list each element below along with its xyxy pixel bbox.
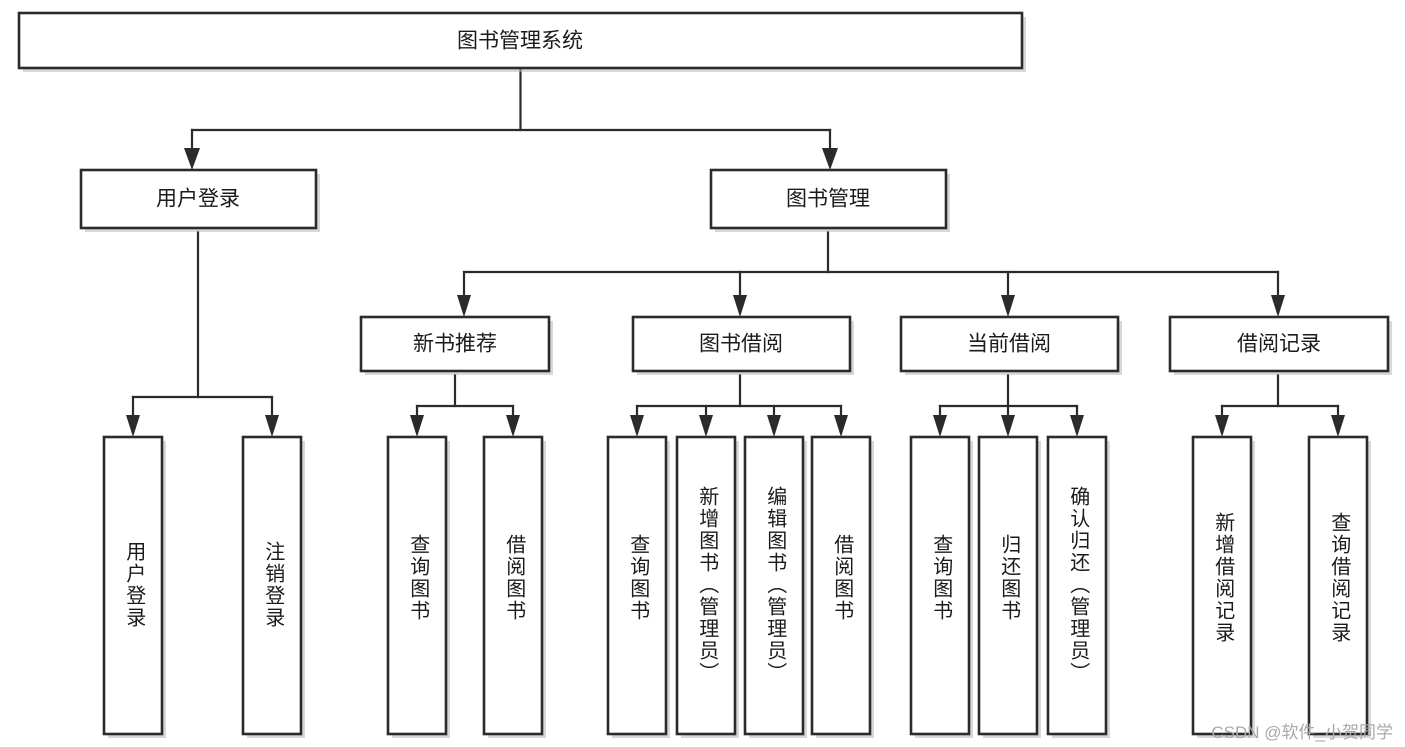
leaf-query-book-1[interactable]: 查询图书 bbox=[386, 435, 450, 738]
borrow-record-label: 借阅记录 bbox=[1237, 333, 1321, 356]
arrow-leaf-return-book bbox=[1001, 415, 1015, 437]
leaf-return-book-rect bbox=[977, 435, 1039, 736]
leaf-add-book-rect bbox=[675, 435, 737, 736]
leaf-query-book-3[interactable]: 查询图书 bbox=[909, 435, 973, 738]
leaf-user-login[interactable]: 用户登录 bbox=[102, 435, 166, 738]
arrow-leaf-borrow-book-1 bbox=[506, 415, 520, 437]
book-manage-label: 图书管理 bbox=[786, 188, 870, 211]
new-book-rec-rect bbox=[359, 315, 551, 373]
borrow-record-rect bbox=[1168, 315, 1390, 373]
arrow-leaf-query-book-3 bbox=[933, 415, 947, 437]
node-book-manage[interactable]: 图书管理 bbox=[709, 168, 950, 232]
book-manage-rect bbox=[709, 168, 948, 230]
arrow-to-book-borrow bbox=[733, 295, 747, 317]
arrow-leaf-query-record bbox=[1331, 415, 1345, 437]
user-login-rect bbox=[79, 168, 318, 230]
user-login-label: 用户登录 bbox=[156, 188, 240, 211]
arrow-leaf-confirm-return bbox=[1070, 415, 1084, 437]
leaf-return-book-label: 归还图书 bbox=[998, 534, 1021, 622]
leaf-query-book-2-label: 查询图书 bbox=[627, 534, 650, 622]
root-rect bbox=[17, 11, 1024, 70]
leaf-user-login-label: 用户登录 bbox=[123, 541, 146, 629]
leaf-query-book-1-rect bbox=[386, 435, 448, 736]
leaf-add-record-label: 新增借阅记录 bbox=[1212, 512, 1235, 644]
root-label: 图书管理系统 bbox=[457, 30, 583, 53]
new-book-rec-label: 新书推荐 bbox=[413, 333, 497, 356]
leaf-borrow-book-2-label: 借阅图书 bbox=[831, 534, 854, 622]
leaf-edit-book[interactable]: 编辑图书（管理员） bbox=[743, 435, 807, 738]
leaf-query-record-label: 查询借阅记录 bbox=[1328, 512, 1351, 644]
connector-layer bbox=[126, 66, 1345, 437]
leaf-borrow-book-1[interactable]: 借阅图书 bbox=[482, 435, 546, 738]
arrow-leaf-add-book bbox=[699, 415, 713, 437]
arrow-leaf-query-book-2 bbox=[630, 415, 644, 437]
leaf-borrow-book-2-rect bbox=[810, 435, 872, 736]
leaf-confirm-return-label: 确认归还（管理员） bbox=[1067, 486, 1090, 684]
node-current-borrow[interactable]: 当前借阅 bbox=[899, 315, 1122, 375]
leaf-add-book-label: 新增图书（管理员） bbox=[696, 486, 719, 684]
leaf-edit-book-label: 编辑图书（管理员） bbox=[764, 486, 787, 684]
leaf-confirm-return[interactable]: 确认归还（管理员） bbox=[1046, 435, 1110, 738]
node-user-login[interactable]: 用户登录 bbox=[79, 168, 320, 232]
leaf-add-book[interactable]: 新增图书（管理员） bbox=[675, 435, 739, 738]
leaf-query-book-3-label: 查询图书 bbox=[930, 534, 953, 622]
arrow-leaf-logout bbox=[265, 415, 279, 437]
leaf-user-login-rect bbox=[102, 435, 164, 736]
leaf-logout-label: 注销登录 bbox=[262, 541, 285, 629]
leaf-query-book-2[interactable]: 查询图书 bbox=[606, 435, 670, 738]
arrow-leaf-add-record bbox=[1215, 415, 1229, 437]
leaf-add-record[interactable]: 新增借阅记录 bbox=[1191, 435, 1255, 738]
leaf-logout-rect bbox=[241, 435, 303, 736]
leaf-return-book[interactable]: 归还图书 bbox=[977, 435, 1041, 738]
current-borrow-label: 当前借阅 bbox=[967, 333, 1051, 356]
leaf-query-record-rect bbox=[1307, 435, 1369, 736]
arrow-leaf-borrow-book-2 bbox=[834, 415, 848, 437]
arrow-to-borrow-record bbox=[1271, 295, 1285, 317]
arrow-leaf-user-login bbox=[126, 415, 140, 437]
leaf-query-book-2-rect bbox=[606, 435, 668, 736]
leaf-borrow-book-1-rect bbox=[482, 435, 544, 736]
arrow-to-book-manage bbox=[822, 148, 838, 170]
arrow-to-new-book-rec bbox=[457, 295, 471, 317]
node-root[interactable]: 图书管理系统 bbox=[17, 11, 1026, 72]
book-borrow-label: 图书借阅 bbox=[699, 333, 783, 356]
book-borrow-rect bbox=[631, 315, 852, 373]
leaf-logout[interactable]: 注销登录 bbox=[241, 435, 305, 738]
leaf-query-book-3-rect bbox=[909, 435, 971, 736]
node-book-borrow[interactable]: 图书借阅 bbox=[631, 315, 854, 375]
leaf-query-book-1-label: 查询图书 bbox=[407, 534, 430, 622]
leaf-confirm-return-rect bbox=[1046, 435, 1108, 736]
node-new-book-rec[interactable]: 新书推荐 bbox=[359, 315, 553, 375]
current-borrow-rect bbox=[899, 315, 1120, 373]
leaf-edit-book-rect bbox=[743, 435, 805, 736]
arrow-leaf-edit-book bbox=[767, 415, 781, 437]
leaf-borrow-book-1-label: 借阅图书 bbox=[503, 534, 526, 622]
leaf-query-record[interactable]: 查询借阅记录 bbox=[1307, 435, 1371, 738]
leaf-borrow-book-2[interactable]: 借阅图书 bbox=[810, 435, 874, 738]
arrow-to-user-login bbox=[184, 148, 200, 170]
leaf-add-record-rect bbox=[1191, 435, 1253, 736]
arrow-leaf-query-book-1 bbox=[410, 415, 424, 437]
arrow-to-current-borrow bbox=[1001, 295, 1015, 317]
node-borrow-record[interactable]: 借阅记录 bbox=[1168, 315, 1392, 375]
